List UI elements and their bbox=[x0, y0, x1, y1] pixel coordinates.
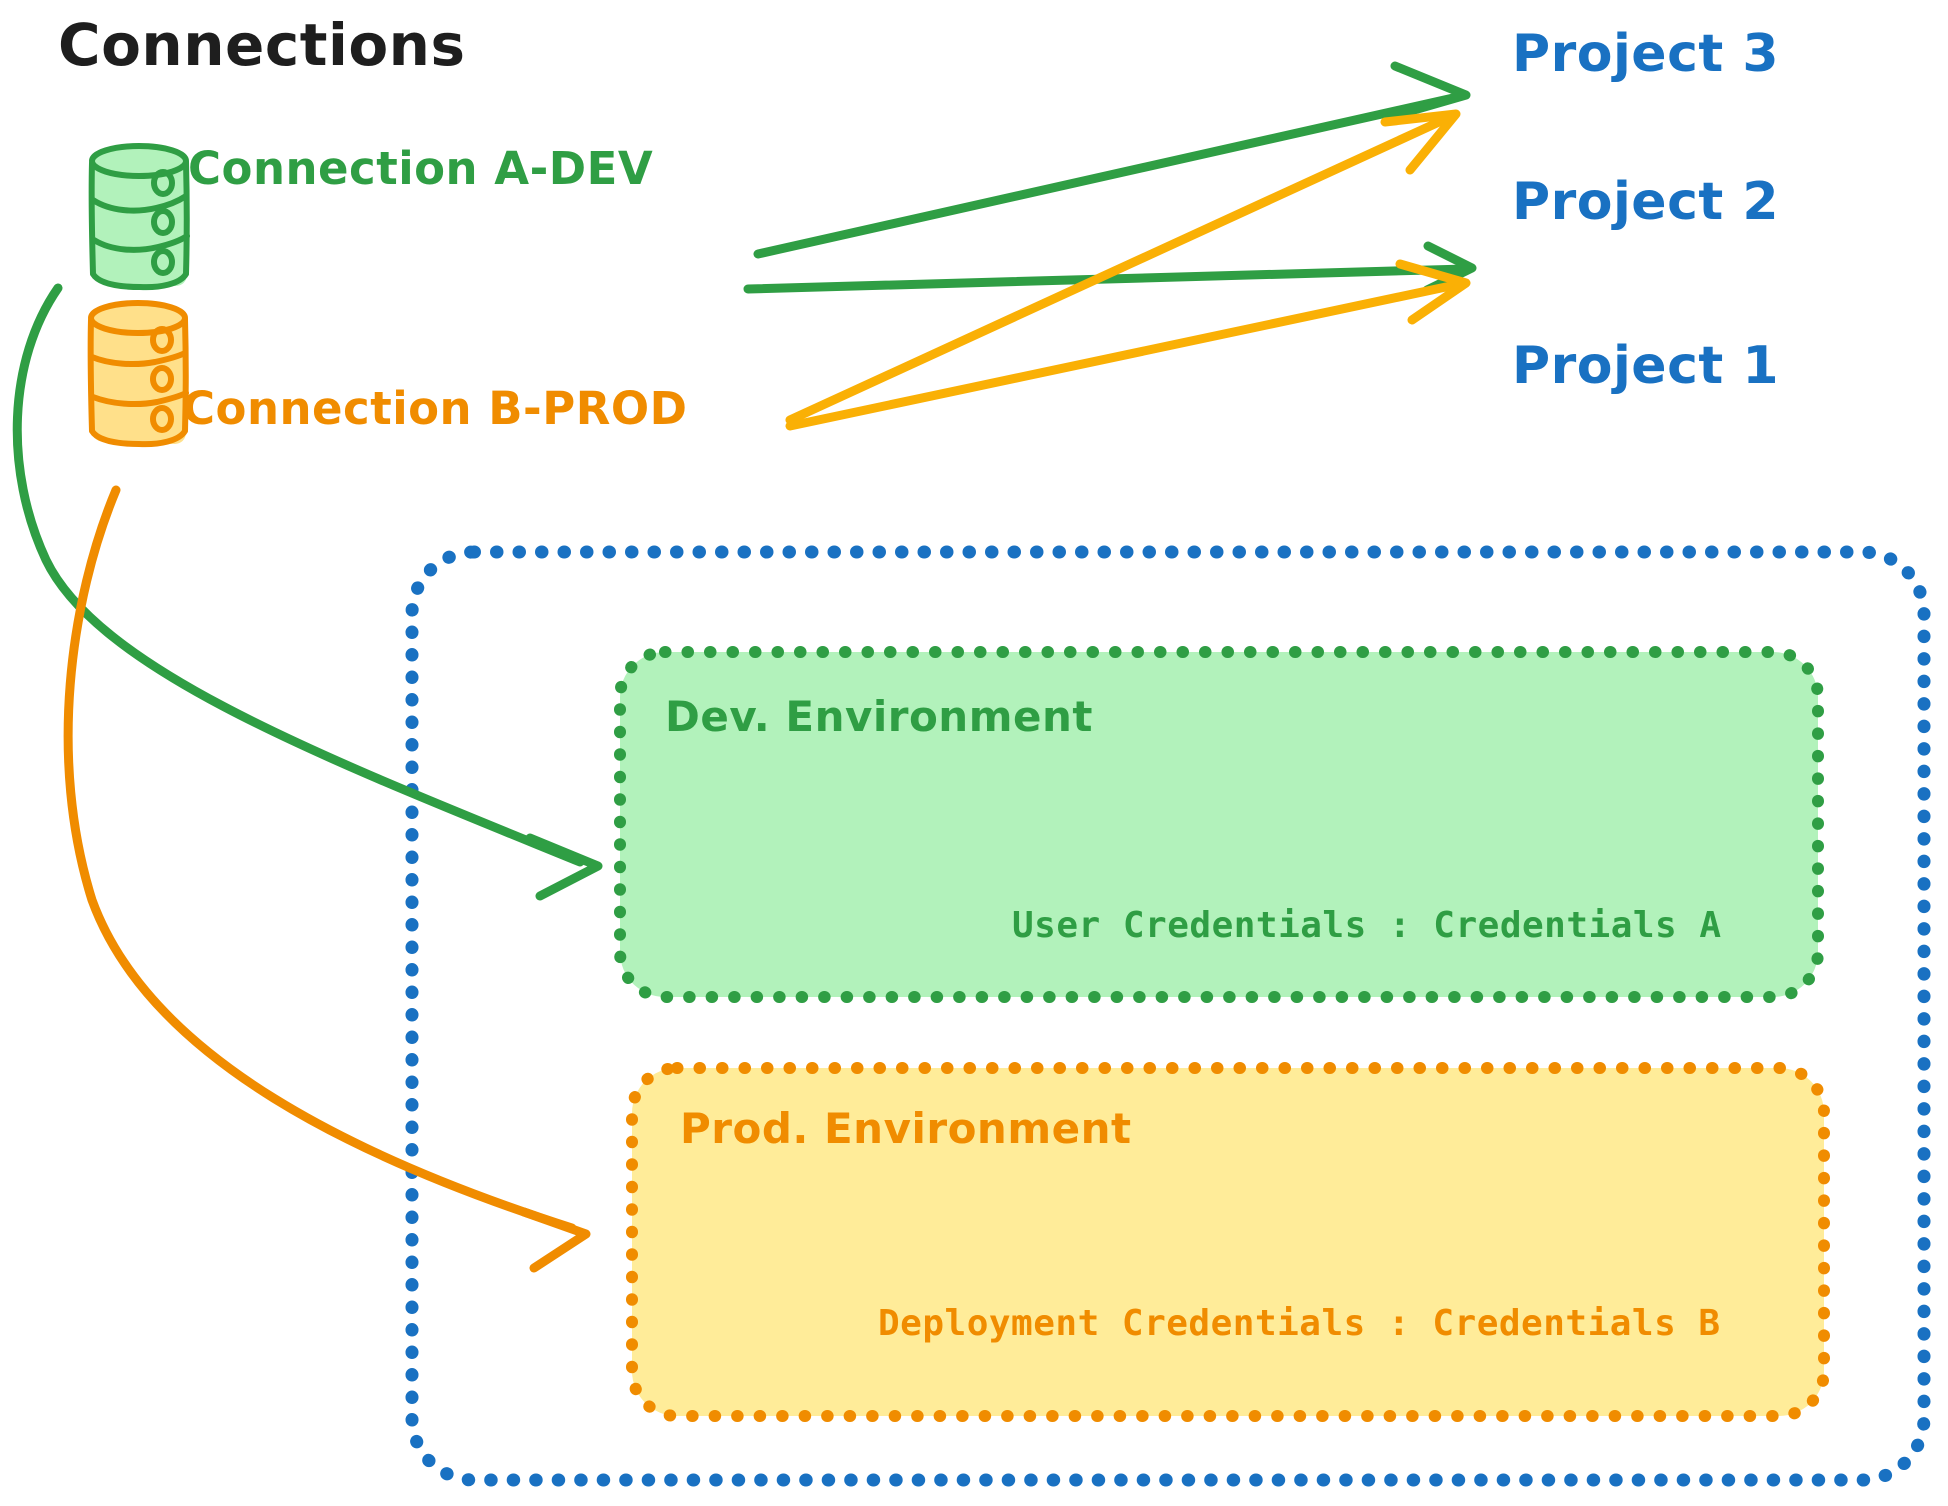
arrow-a-to-project2 bbox=[743, 241, 1477, 295]
arrow-a-to-dev-env bbox=[12, 283, 603, 901]
arrow-b-to-project2 bbox=[785, 259, 1471, 431]
connection-b-prod-label[interactable]: Connection B-PROD bbox=[182, 382, 688, 435]
arrow-b-to-prod-env bbox=[63, 485, 591, 1273]
page-title: Connections bbox=[58, 11, 466, 79]
prod-environment-credentials: Deployment Credentials : Credentials B bbox=[878, 1303, 1721, 1344]
database-icon-orange bbox=[87, 300, 189, 448]
prod-environment-label: Prod. Environment bbox=[680, 1104, 1132, 1153]
project-3-label[interactable]: Project 3 bbox=[1512, 24, 1780, 84]
database-icon-green bbox=[88, 143, 190, 291]
connection-a-dev-label[interactable]: Connection A-DEV bbox=[188, 142, 654, 195]
project-2-label[interactable]: Project 2 bbox=[1512, 172, 1780, 232]
arrow-a-to-project3 bbox=[753, 61, 1471, 259]
arrow-b-to-project3 bbox=[785, 109, 1461, 425]
dev-environment-box bbox=[614, 646, 1824, 1003]
prod-environment-box bbox=[626, 1062, 1830, 1422]
dev-environment-label: Dev. Environment bbox=[665, 692, 1093, 741]
project-1-label[interactable]: Project 1 bbox=[1512, 336, 1780, 396]
dev-environment-credentials: User Credentials : Credentials A bbox=[1012, 905, 1722, 946]
project1-container bbox=[405, 545, 1931, 1487]
